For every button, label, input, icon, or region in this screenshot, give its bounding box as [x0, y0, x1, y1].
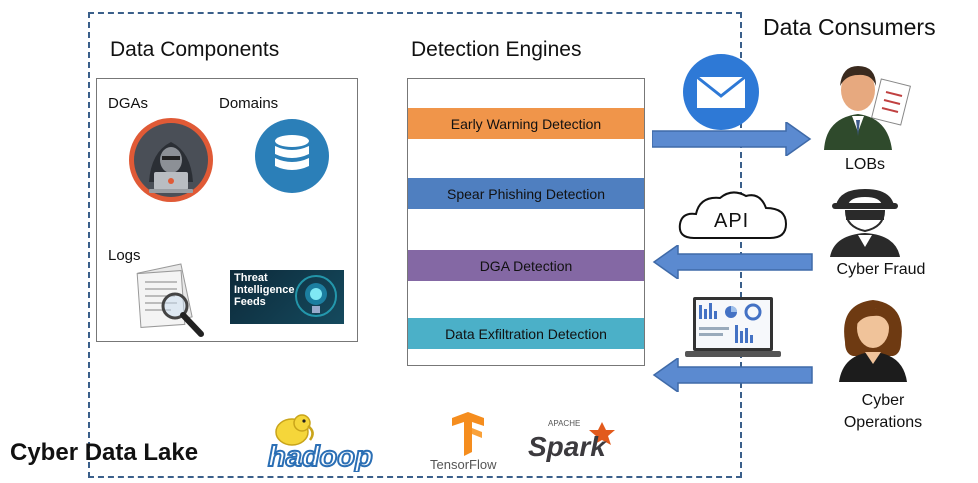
arrow-to-lobs — [652, 122, 812, 156]
engine-early-warning: Early Warning Detection — [408, 108, 644, 139]
threat-intel-badge: Threat Intelligence Feeds — [230, 270, 344, 324]
threat-intel-line3: Feeds — [234, 296, 266, 308]
email-icon — [683, 54, 759, 130]
data-components-title: Data Components — [110, 38, 280, 61]
consumer-cyber-operations-line2: Operations — [843, 414, 923, 431]
threat-intel-line2: Intelligence — [234, 284, 295, 296]
api-label: API — [714, 210, 750, 232]
consumer-cyber-operations-label: Cyber Operations — [833, 390, 933, 434]
spark-apache-label: APACHE — [548, 419, 580, 428]
hadoop-wordmark: hadoop — [268, 441, 373, 472]
api-cloud-icon — [678, 191, 788, 239]
hadoop-logo: hadoop — [267, 414, 374, 472]
domains-label: Domains — [219, 95, 279, 112]
cyber-data-lake-label: Cyber Data Lake — [10, 439, 199, 466]
tensorflow-wordmark: TensorFlow — [430, 457, 497, 472]
engine-dga: DGA Detection — [408, 250, 644, 281]
arrow-from-fraud — [652, 245, 813, 279]
consumer-cyber-operations-line1: Cyber — [861, 392, 905, 409]
engine-data-exfiltration: Data Exfiltration Detection — [408, 318, 644, 349]
bulb-icon — [295, 275, 337, 317]
detection-engines-title: Detection Engines — [411, 38, 582, 61]
dgas-label: DGAs — [108, 95, 149, 112]
business-user-icon — [824, 66, 911, 150]
fraudster-icon — [830, 189, 900, 257]
logs-documents-icon — [136, 263, 204, 337]
data-consumers-title: Data Consumers — [763, 14, 936, 40]
tensorflow-logo: TensorFlow — [430, 412, 497, 472]
engine-spear-phishing: Spear Phishing Detection — [408, 178, 644, 209]
consumer-lobs-label: LOBs — [844, 156, 885, 173]
database-icon — [255, 119, 329, 193]
threat-intel-text: Threat Intelligence Feeds — [234, 272, 295, 308]
consumer-cyber-fraud-label: Cyber Fraud — [836, 261, 926, 278]
logs-label: Logs — [108, 247, 141, 264]
dashboard-laptop-icon — [685, 297, 781, 357]
threat-intel-line1: Threat — [234, 272, 268, 284]
operator-woman-icon — [839, 300, 907, 382]
arrow-from-operations — [652, 358, 813, 392]
spark-wordmark: Spark — [528, 431, 607, 462]
spark-logo: APACHE Spark — [528, 419, 615, 462]
data-lake-boundary — [88, 12, 742, 478]
hacker-icon — [129, 118, 213, 202]
